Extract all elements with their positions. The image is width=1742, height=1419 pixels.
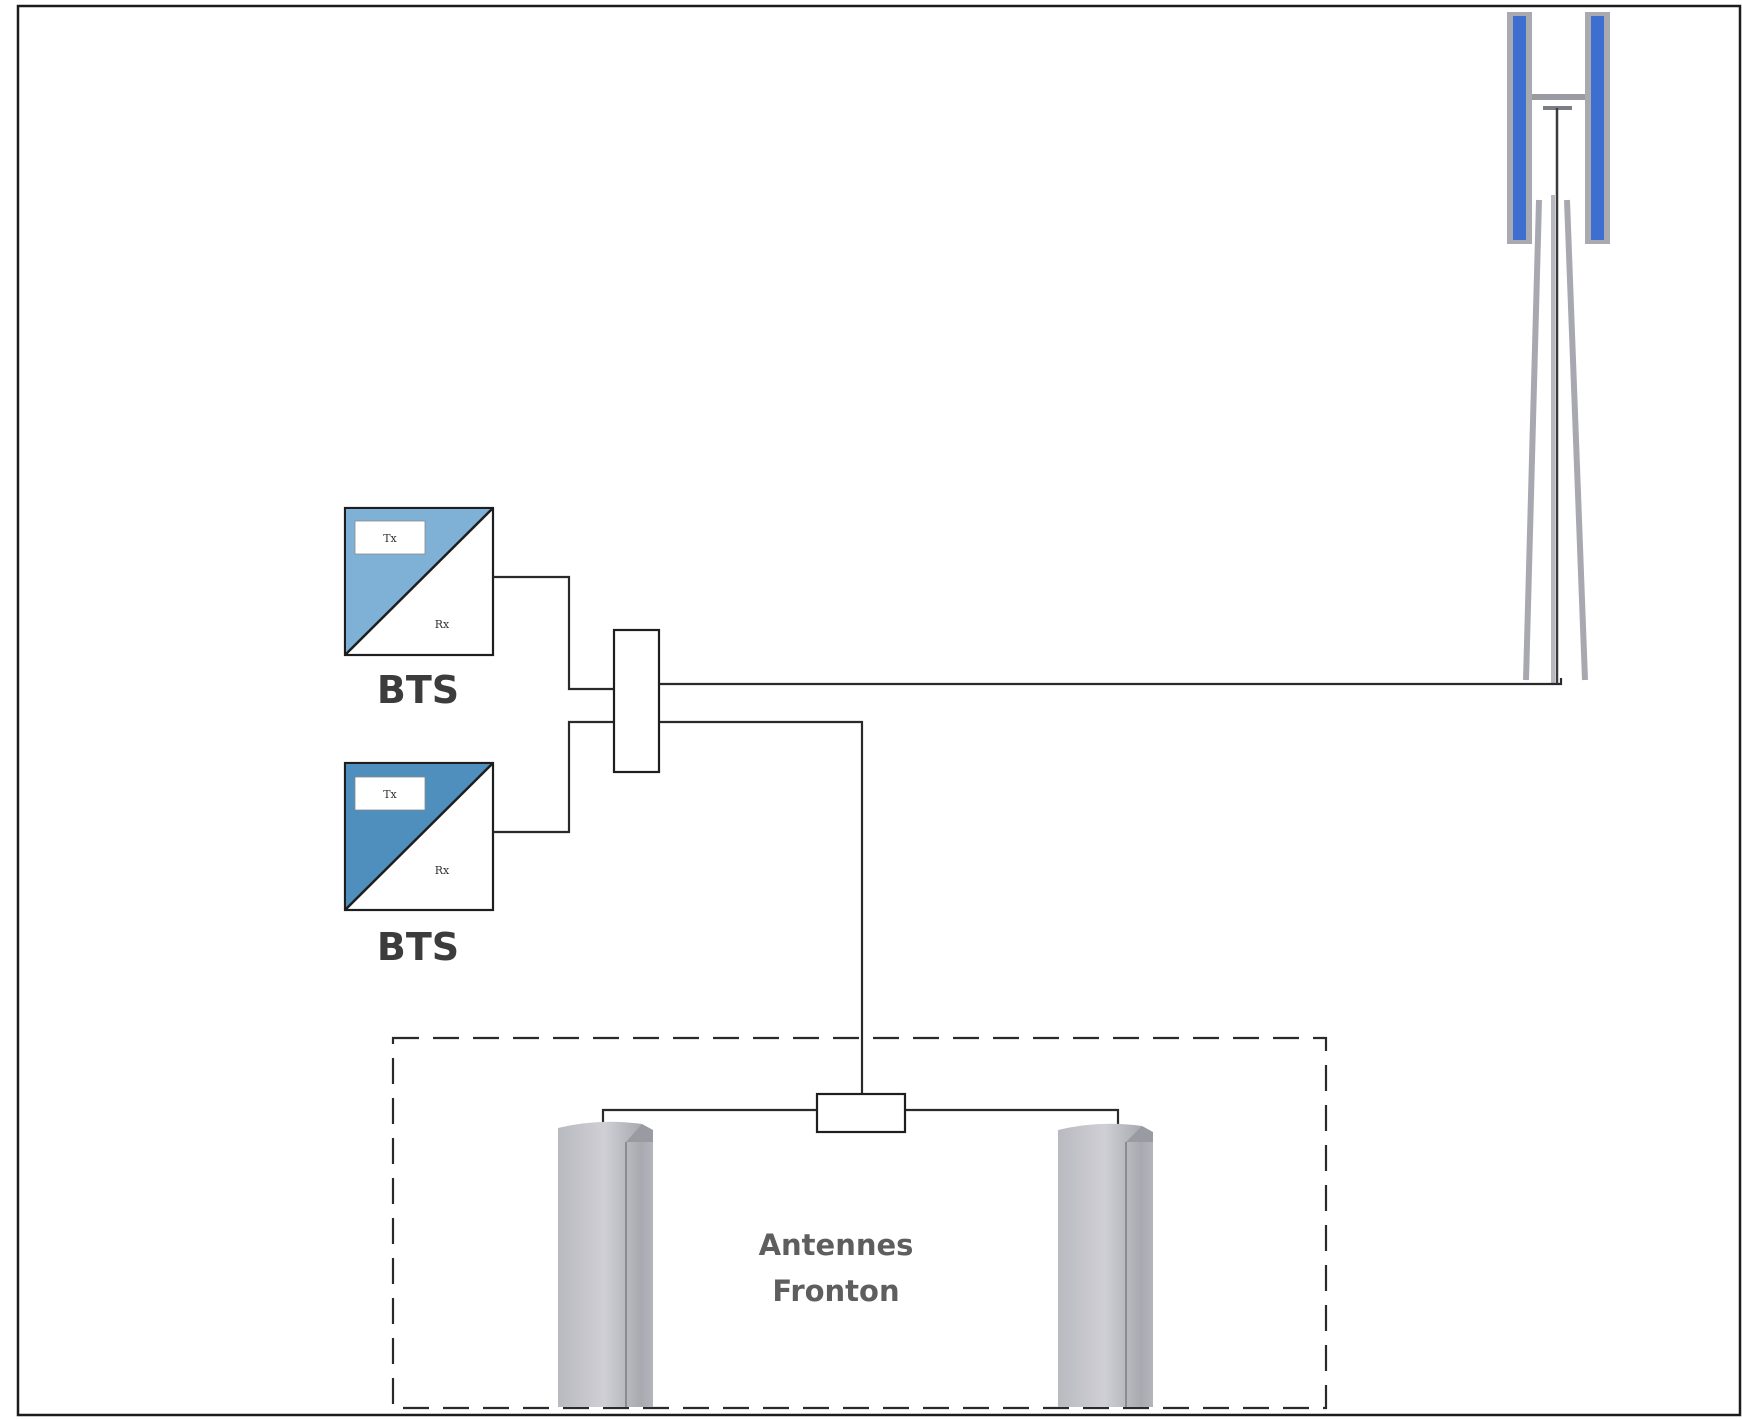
bts-2-tx-label: Tx [383, 788, 397, 801]
diagram-frame [16, 4, 1742, 1417]
bts-1-label: BTS [377, 668, 459, 712]
connection-wires [493, 575, 1563, 1128]
panel-antenna-icon [1058, 1123, 1153, 1407]
bts-2-label: BTS [377, 925, 459, 969]
bts-unit-2: Tx Rx BTS [343, 761, 495, 969]
bts-unit-1: Tx Rx BTS [343, 506, 495, 712]
panel-antenna-icon [558, 1121, 653, 1407]
antenna-group-frame [391, 1036, 1328, 1410]
bts-1-rx-label: Rx [435, 618, 450, 631]
combiner-icon [612, 628, 661, 774]
bts-2-rx-label: Rx [435, 864, 450, 877]
splitter-icon [815, 1092, 907, 1134]
antenna-caption-line1: Antennes [759, 1228, 914, 1262]
antenna-caption-line2: Fronton [772, 1274, 899, 1308]
mast-antenna-icon [1507, 12, 1610, 684]
bts-1-tx-label: Tx [383, 532, 397, 545]
